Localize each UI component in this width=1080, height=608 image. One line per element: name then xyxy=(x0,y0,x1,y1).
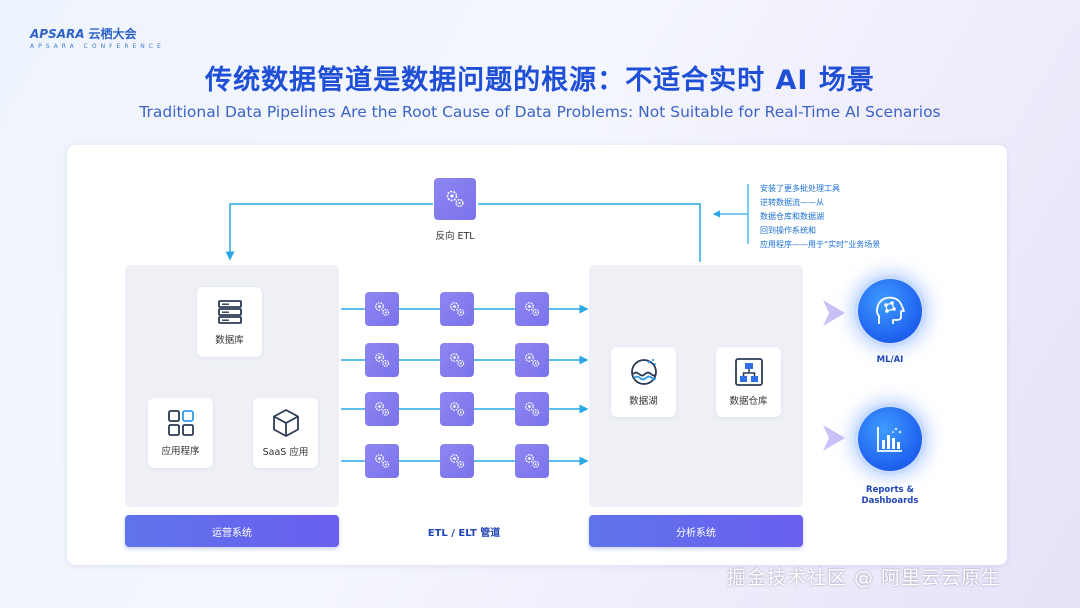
reports-label-line2: Dashboards xyxy=(861,496,919,506)
reverse-etl-line xyxy=(230,203,701,262)
note-line: 安装了更多批处理工具 xyxy=(760,184,840,193)
note-line: 回到操作系统和 xyxy=(760,226,816,235)
reports-label: Reports & Dashboards xyxy=(845,485,935,507)
pipeline-gear-icon xyxy=(515,292,549,326)
saas-tile: SaaS 应用 xyxy=(253,398,318,468)
data-warehouse-label: 数据仓库 xyxy=(729,396,768,407)
bar-chart-icon xyxy=(877,427,902,452)
application-tile: 应用程序 xyxy=(148,398,213,468)
pipeline-lines xyxy=(341,304,589,466)
pipeline-gear-icon xyxy=(440,392,474,426)
note-line: 数据仓库和数据湖 xyxy=(760,212,824,221)
ai-head-icon xyxy=(876,296,905,324)
pipeline-gear-icon xyxy=(440,444,474,478)
note-line: 应用程序——用于“实时”业务场景 xyxy=(760,240,881,249)
cube-icon xyxy=(272,409,299,437)
application-label: 应用程序 xyxy=(161,446,200,457)
chevron-to-reports xyxy=(823,425,845,451)
logo-subtitle: APSARA CONFERENCE xyxy=(30,43,165,50)
ml-ai-orb xyxy=(858,279,922,343)
database-label: 数据库 xyxy=(215,335,244,346)
operations-bar: 运营系统 xyxy=(125,515,339,547)
note-bracket xyxy=(714,184,749,244)
pipeline-gear-icon xyxy=(365,292,399,326)
data-warehouse-tile: 数据仓库 xyxy=(716,347,781,417)
warehouse-hierarchy-icon xyxy=(734,358,763,386)
page-title: 传统数据管道是数据问题的根源：不适合实时 AI 场景 xyxy=(205,65,875,96)
analytics-bar: 分析系统 xyxy=(589,515,803,547)
logo-brand: APSARA xyxy=(30,27,85,41)
logo-brand-cn: 云栖大会 xyxy=(88,27,137,41)
database-tile: 数据库 xyxy=(197,287,262,357)
page-subtitle: Traditional Data Pipelines Are the Root … xyxy=(139,103,941,121)
pipeline-gear-icon xyxy=(515,392,549,426)
reverse-etl-gear-icon xyxy=(434,178,476,220)
pipeline-label: ETL / ELT 管道 xyxy=(427,527,501,539)
reports-orb xyxy=(858,407,922,471)
reverse-etl-label: 反向 ETL xyxy=(435,231,475,242)
pipeline-gear-icon xyxy=(515,444,549,478)
app-grid-icon xyxy=(167,410,194,436)
reports-label-line1: Reports & xyxy=(866,485,914,495)
reverse-etl-note: 安装了更多批处理工具 逆转数据流——从 数据仓库和数据湖 回到操作系统和 应用程… xyxy=(760,182,880,252)
data-lake-tile: 数据湖 xyxy=(611,347,676,417)
note-line: 逆转数据流——从 xyxy=(760,198,824,207)
pipeline-gear-icon xyxy=(440,292,474,326)
saas-label: SaaS 应用 xyxy=(262,447,309,458)
pipeline-gear-icon xyxy=(365,392,399,426)
pipeline-gear-icon xyxy=(365,444,399,478)
data-lake-icon xyxy=(630,358,657,385)
ml-ai-label: ML/AI xyxy=(876,355,904,365)
data-lake-label: 数据湖 xyxy=(629,396,658,407)
pipeline-gear-icon xyxy=(365,343,399,377)
chevron-to-ml xyxy=(823,300,845,326)
watermark: 掘金技术社区 @ 阿里云云原生 xyxy=(727,567,1002,589)
database-server-icon xyxy=(217,300,242,324)
pipeline-gear-icon xyxy=(515,343,549,377)
pipeline-gear-icon xyxy=(440,343,474,377)
